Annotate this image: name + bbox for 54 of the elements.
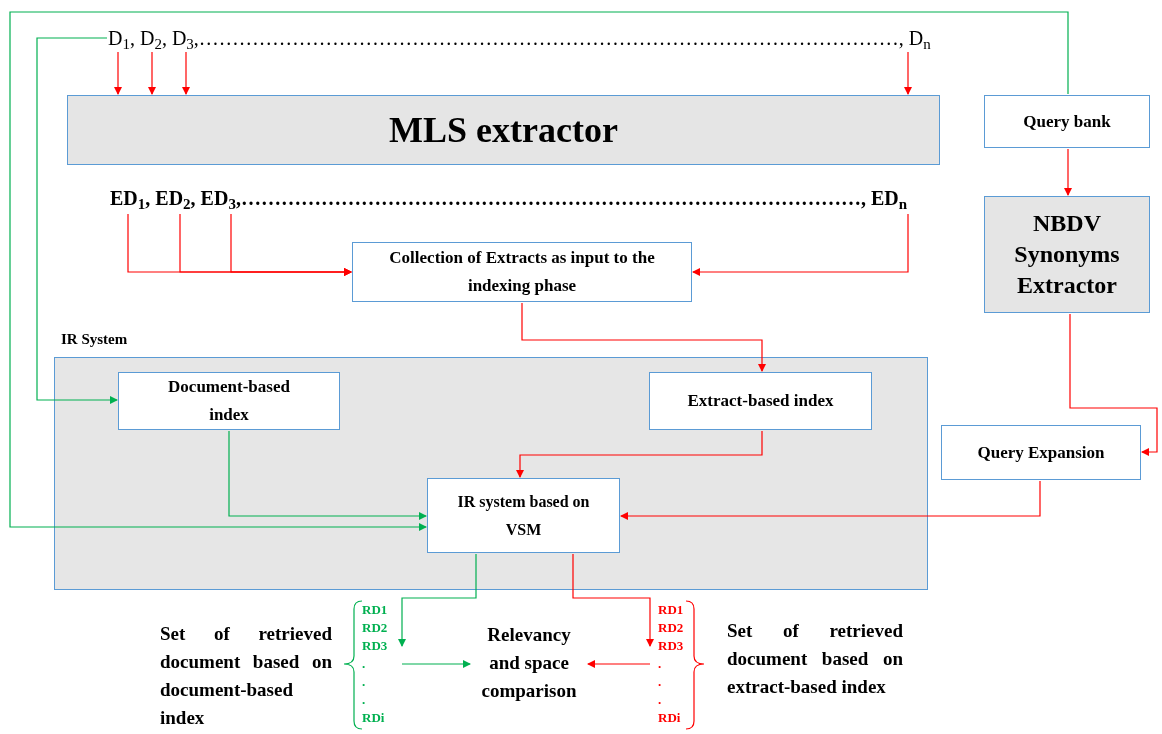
extractor-box [984, 196, 1150, 313]
box-label: Extract-based index [686, 390, 835, 413]
connector-arrow [620, 480, 1041, 520]
connector-arrow [9, 11, 1069, 531]
list-entry: . [658, 655, 663, 673]
group-description: Set of retrieved document based on extract-based index [727, 619, 903, 699]
process-box [984, 95, 1150, 148]
box-label: Document-based index [167, 376, 291, 426]
process-box [427, 478, 620, 553]
list-entry: . [658, 673, 663, 691]
connector-arrow [230, 213, 352, 276]
list-entry: . [362, 691, 367, 709]
list-entry: . [362, 673, 367, 691]
list-entry: RDi [658, 709, 682, 727]
connector-arrow [572, 553, 654, 647]
connector-arrow [398, 553, 477, 647]
connector-arrow [401, 660, 471, 668]
list-entry: . [362, 655, 367, 673]
process-box [649, 372, 872, 430]
connector-arrow [148, 51, 156, 95]
extractor-box [67, 95, 940, 165]
list-entry: RD3 [362, 637, 389, 655]
connector-arrow [692, 213, 909, 276]
list-entry: RD3 [658, 637, 685, 655]
comparison-text: Relevancy and space comparison [480, 623, 578, 703]
connector-arrow [36, 37, 118, 404]
connector-arrow [521, 302, 766, 372]
list-entry: . [658, 691, 663, 709]
connector-arrow [904, 51, 912, 95]
group-description: Set of retrieved document based on document-based index [160, 622, 332, 730]
connector-arrow [516, 430, 763, 478]
box-title: MLS extractor [389, 109, 618, 152]
process-box [352, 242, 692, 302]
list-entry: RD2 [658, 619, 685, 637]
connector-arrow [228, 430, 427, 520]
box-label: Query Expansion [977, 441, 1105, 464]
list-entry: RD1 [658, 601, 685, 619]
document-sequence: D$_{1}$, D$_{2}$, D$_{3}$,……………………………………………………………………………………………, D$_{n}$ [108, 26, 931, 53]
extract-sequence: ED$_{1}$, ED$_{2}$, ED$_{3}$,…………………………………………………………………………………, ED$_{n}$ [110, 186, 908, 213]
list-entry: RD2 [362, 619, 389, 637]
connector-arrow [1069, 313, 1158, 456]
band-heading: IR System [61, 330, 128, 349]
box-label: Collection of Extracts as input to the indexing phase [388, 247, 656, 297]
process-box [118, 372, 340, 430]
list-entry: RD1 [362, 601, 389, 619]
connector-arrow [114, 51, 122, 95]
box-label: Query bank [1023, 110, 1111, 133]
connector-arrow [587, 660, 651, 668]
connector-arrow [1064, 148, 1072, 196]
process-box [941, 425, 1141, 480]
list-entry: RDi [362, 709, 386, 727]
connector-arrow [182, 51, 190, 95]
box-label: IR system based on VSM [456, 491, 591, 540]
box-title: NBDV Synonyms Extractor [1013, 209, 1121, 300]
